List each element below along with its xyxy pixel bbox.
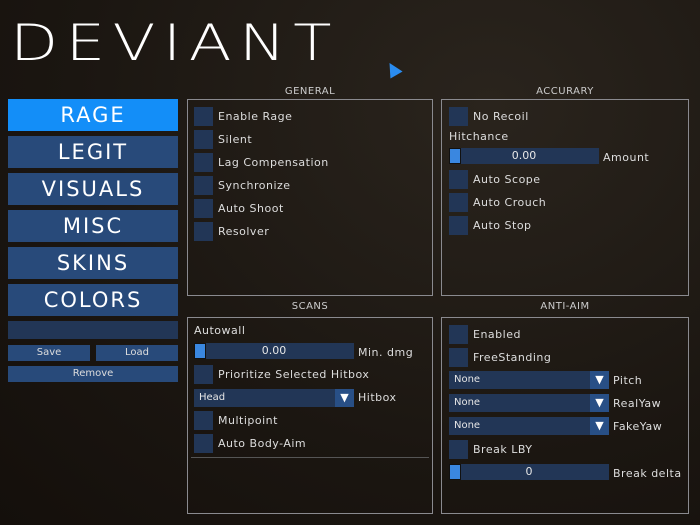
scans-title: SCANS <box>291 301 329 312</box>
synchronize-checkbox[interactable]: Synchronize <box>194 176 291 195</box>
remove-button[interactable]: Remove <box>8 366 178 382</box>
scans-panel <box>187 317 433 514</box>
nav-skins[interactable]: SKINS <box>8 247 178 279</box>
general-panel <box>187 99 433 296</box>
nav-misc[interactable]: MISC <box>8 210 178 242</box>
hitchance-label: Hitchance <box>449 130 509 143</box>
hitbox-label: Hitbox <box>358 391 397 404</box>
freestanding-checkbox[interactable]: FreeStanding <box>449 348 551 367</box>
hitbox-dropdown[interactable]: Head▼ <box>194 389 354 407</box>
break-delta-label: Break delta <box>613 467 682 480</box>
min-dmg-label: Min. dmg <box>358 346 414 359</box>
chevron-down-icon: ▼ <box>590 417 609 435</box>
chevron-down-icon: ▼ <box>590 394 609 412</box>
silent-checkbox[interactable]: Silent <box>194 130 252 149</box>
enable-rage-checkbox[interactable]: Enable Rage <box>194 107 292 126</box>
save-button[interactable]: Save <box>8 345 90 361</box>
antiaim-title: ANTI-AIM <box>540 301 590 312</box>
resolver-checkbox[interactable]: Resolver <box>194 222 269 241</box>
chevron-down-icon: ▼ <box>335 389 354 407</box>
nav-rage[interactable]: RAGE <box>8 99 178 131</box>
aa-enabled-checkbox[interactable]: Enabled <box>449 325 521 344</box>
auto-scope-checkbox[interactable]: Auto Scope <box>449 170 541 189</box>
fakeyaw-label: FakeYaw <box>613 420 663 433</box>
auto-shoot-checkbox[interactable]: Auto Shoot <box>194 199 284 218</box>
nav-visuals[interactable]: VISUALS <box>8 173 178 205</box>
nav-colors[interactable]: COLORS <box>8 284 178 316</box>
autowall-label: Autowall <box>194 324 246 337</box>
pitch-dropdown[interactable]: None▼ <box>449 371 609 389</box>
realyaw-dropdown[interactable]: None▼ <box>449 394 609 412</box>
lag-compensation-checkbox[interactable]: Lag Compensation <box>194 153 329 172</box>
chevron-down-icon: ▼ <box>590 371 609 389</box>
logo: DEVIANT <box>10 14 340 72</box>
divider <box>191 457 429 458</box>
config-name-input[interactable] <box>8 321 178 339</box>
amount-label: Amount <box>603 151 650 164</box>
min-dmg-slider[interactable]: 0.00 <box>194 343 354 359</box>
no-recoil-checkbox[interactable]: No Recoil <box>449 107 529 126</box>
general-title: GENERAL <box>284 86 336 97</box>
antiaim-panel <box>441 317 689 514</box>
break-delta-slider[interactable]: 0 <box>449 464 609 480</box>
auto-body-aim-checkbox[interactable]: Auto Body-Aim <box>194 434 306 453</box>
accuracy-panel <box>441 99 689 296</box>
realyaw-label: RealYaw <box>613 397 662 410</box>
fakeyaw-dropdown[interactable]: None▼ <box>449 417 609 435</box>
prioritize-hitbox-checkbox[interactable]: Prioritize Selected Hitbox <box>194 365 369 384</box>
hitchance-slider[interactable]: 0.00 <box>449 148 599 164</box>
multipoint-checkbox[interactable]: Multipoint <box>194 411 278 430</box>
accuracy-title: ACCURARY <box>536 86 594 97</box>
break-lby-checkbox[interactable]: Break LBY <box>449 440 533 459</box>
auto-crouch-checkbox[interactable]: Auto Crouch <box>449 193 546 212</box>
nav-legit[interactable]: LEGIT <box>8 136 178 168</box>
pitch-label: Pitch <box>613 374 643 387</box>
auto-stop-checkbox[interactable]: Auto Stop <box>449 216 532 235</box>
load-button[interactable]: Load <box>96 345 178 361</box>
